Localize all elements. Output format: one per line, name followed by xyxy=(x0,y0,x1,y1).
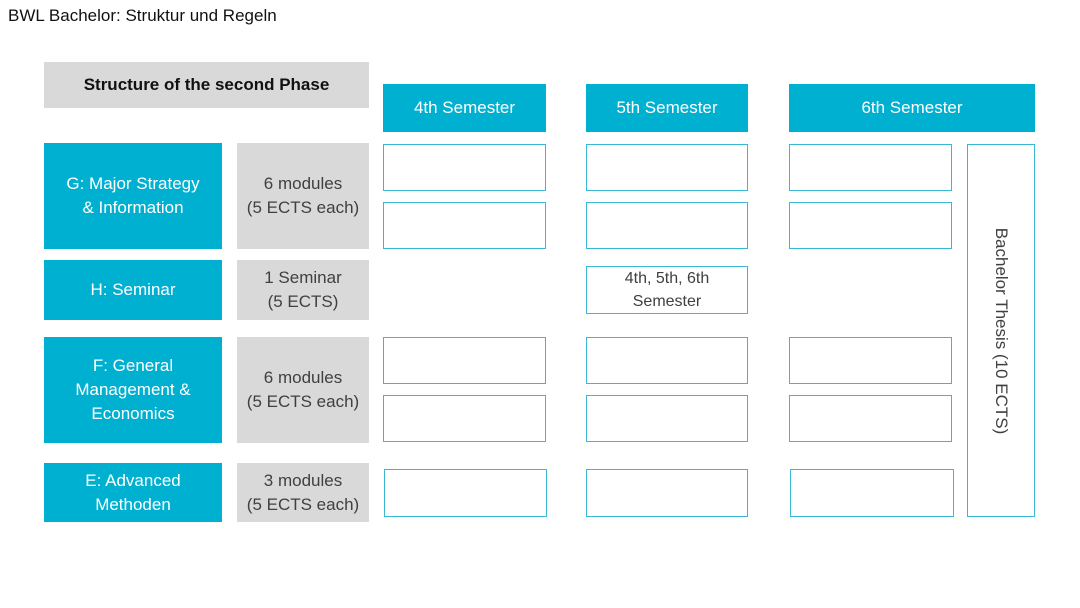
area-e-label: E: Advanced Methoden xyxy=(44,463,222,522)
area-h-label: H: Seminar xyxy=(44,260,222,320)
semester-4-header: 4th Semester xyxy=(383,84,546,132)
module-slot xyxy=(789,395,952,442)
module-slot xyxy=(586,144,748,191)
area-f-label: F: General Management & Economics xyxy=(44,337,222,443)
module-slot xyxy=(383,144,546,191)
area-e-modules: 3 modules (5 ECTS each) xyxy=(237,463,369,522)
module-slot xyxy=(383,202,546,249)
module-slot xyxy=(586,395,748,442)
page-title: BWL Bachelor: Struktur und Regeln xyxy=(8,6,277,25)
module-slot xyxy=(789,337,952,384)
module-slot xyxy=(383,337,546,384)
module-slot xyxy=(790,469,954,517)
module-slot xyxy=(789,202,952,249)
area-f-modules: 6 modules (5 ECTS each) xyxy=(237,337,369,443)
structure-header: Structure of the second Phase xyxy=(44,62,369,108)
module-slot xyxy=(384,469,547,517)
module-slot xyxy=(586,337,748,384)
module-slot xyxy=(789,144,952,191)
seminar-slot: 4th, 5th, 6th Semester xyxy=(586,266,748,314)
module-slot xyxy=(586,469,748,517)
module-slot xyxy=(383,395,546,442)
bachelor-thesis-label: Bachelor Thesis (10 ECTS) xyxy=(992,227,1011,434)
semester-6-header: 6th Semester xyxy=(789,84,1035,132)
module-slot xyxy=(586,202,748,249)
area-h-modules: 1 Seminar (5 ECTS) xyxy=(237,260,369,320)
semester-5-header: 5th Semester xyxy=(586,84,748,132)
area-g-modules: 6 modules (5 ECTS each) xyxy=(237,143,369,249)
area-g-label: G: Major Strategy & Information xyxy=(44,143,222,249)
bachelor-thesis-box: Bachelor Thesis (10 ECTS) xyxy=(967,144,1035,517)
